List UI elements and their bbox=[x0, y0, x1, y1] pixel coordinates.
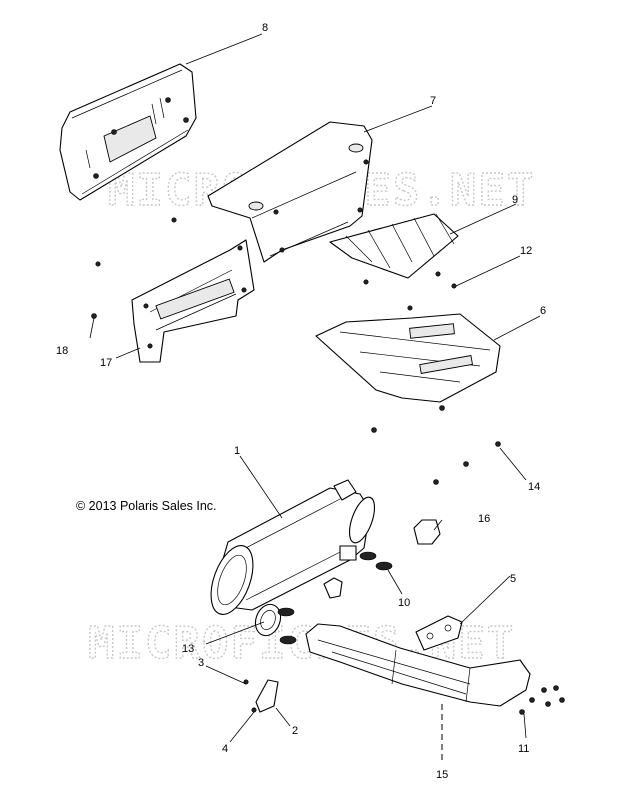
callout-8: 8 bbox=[262, 22, 268, 34]
part-17-bracket bbox=[131, 239, 255, 363]
callout-18: 18 bbox=[56, 345, 68, 357]
callout-11: 11 bbox=[518, 743, 529, 755]
part-8-heat-shield bbox=[59, 63, 197, 201]
part-1-muffler bbox=[210, 479, 376, 615]
part-13-gasket-ring bbox=[254, 603, 282, 637]
callout-17: 17 bbox=[100, 357, 112, 369]
part-10-springs bbox=[277, 551, 393, 645]
part-15-head-pipe bbox=[305, 623, 531, 707]
callout-10: 10 bbox=[398, 597, 410, 609]
callout-16: 16 bbox=[478, 513, 490, 525]
callout-12: 12 bbox=[520, 245, 532, 257]
callout-1: 1 bbox=[234, 445, 240, 457]
callout-14: 14 bbox=[528, 481, 540, 493]
part-7-shield-plate bbox=[207, 121, 373, 263]
leader-lines bbox=[89, 33, 541, 764]
part-9-corrugated-shield bbox=[329, 213, 459, 279]
callout-13: 13 bbox=[182, 643, 194, 655]
callout-15: 15 bbox=[436, 769, 448, 781]
callout-7: 7 bbox=[430, 95, 436, 107]
copyright-notice: © 2013 Polaris Sales Inc. bbox=[76, 499, 217, 513]
part-5-flange-gasket bbox=[415, 615, 463, 651]
callout-2: 2 bbox=[292, 725, 298, 737]
part-11-bolts bbox=[519, 685, 565, 715]
callout-6: 6 bbox=[540, 305, 546, 317]
callout-5: 5 bbox=[510, 573, 516, 585]
part-6-lower-shield bbox=[315, 313, 501, 411]
callout-9: 9 bbox=[512, 194, 518, 206]
callout-4: 4 bbox=[222, 743, 228, 755]
callout-3: 3 bbox=[198, 657, 204, 669]
part-2-end-cap bbox=[255, 679, 279, 713]
part-16-block bbox=[323, 519, 441, 599]
